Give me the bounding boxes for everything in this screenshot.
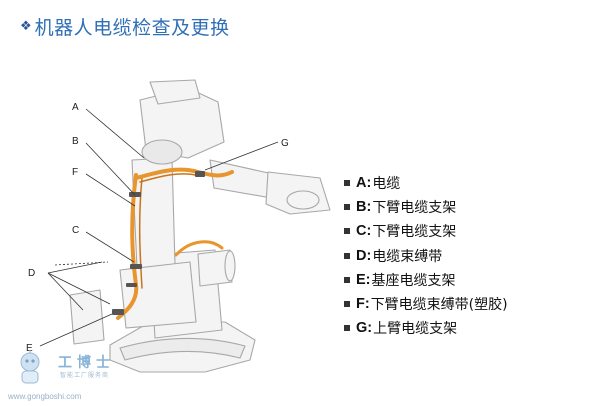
legend-item-f: F: 下臂电缆束缚带(塑胶)	[344, 292, 594, 316]
legend-desc: 上臂电缆支架	[373, 321, 458, 338]
callout-label-d: D	[28, 268, 35, 279]
robot-axis-motor-cap	[224, 250, 236, 282]
watermark-url: www.gongboshi.com	[8, 392, 82, 401]
callout-label-c: C	[72, 225, 79, 236]
leader-d-3	[47, 272, 84, 311]
robot-axis4-motor	[149, 79, 201, 105]
legend-desc: 基座电缆支架	[371, 272, 456, 289]
watermark-subtitle: 智能工厂服务商	[60, 372, 110, 379]
bracket-upper-arm	[195, 171, 205, 177]
cable-secondary	[138, 177, 143, 289]
legend-key: G:	[356, 320, 373, 337]
square-bullet-icon	[344, 301, 350, 308]
leader-f	[85, 173, 136, 207]
legend-key: E:	[356, 271, 371, 288]
leader-b	[85, 142, 136, 196]
leader-c	[85, 231, 135, 263]
callout-legend: A: 电缆 B: 下臂电缆支架 C: 下臂电缆支架 D: 电缆束缚带 E: 基座…	[344, 171, 594, 340]
cable-brackets	[112, 171, 205, 315]
legend-desc: 电缆束缚带	[372, 248, 443, 265]
leader-d-2	[47, 272, 111, 305]
watermark-brand: 工博士	[58, 355, 115, 371]
callout-label-b: B	[72, 136, 79, 147]
legend-key: B:	[356, 199, 372, 216]
bracket-lower-arm-low	[126, 283, 137, 287]
leader-d-1	[47, 261, 103, 274]
cable-main	[116, 173, 139, 320]
legend-item-a: A: 电缆	[344, 171, 594, 195]
robot-axis-motor	[197, 249, 233, 287]
square-bullet-icon	[344, 228, 350, 235]
legend-item-b: B: 下臂电缆支架	[344, 195, 594, 219]
robot-mascot-logo-icon	[20, 350, 40, 384]
robot-elbow-joint	[141, 139, 183, 165]
legend-desc: 下臂电缆支架	[372, 200, 457, 217]
legend-desc: 下臂电缆支架	[372, 224, 457, 241]
legend-item-d: D: 电缆束缚带	[344, 244, 594, 268]
robot-body	[69, 79, 331, 373]
leader-g	[204, 141, 279, 171]
legend-item-c: C: 下臂电缆支架	[344, 219, 594, 243]
callout-label-f: F	[72, 167, 78, 178]
legend-desc: 下臂电缆束缚带(塑胶)	[370, 297, 508, 314]
square-bullet-icon	[344, 325, 350, 332]
bracket-base	[112, 309, 124, 315]
legend-desc: 电缆	[372, 176, 401, 193]
cable-upper-edge	[139, 173, 201, 183]
robot-base-ring	[119, 337, 246, 361]
callout-leader-lines	[39, 108, 279, 347]
legend-key: F:	[356, 296, 370, 313]
cable-base-loop	[174, 240, 224, 257]
robot-base-motor-box	[69, 289, 105, 345]
robot-cable-harness	[116, 167, 234, 320]
diamond-cluster-bullet-icon: ❖	[20, 18, 32, 34]
robot-lower-arm-housing	[119, 261, 197, 329]
square-bullet-icon	[344, 180, 350, 187]
legend-item-e: E: 基座电缆支架	[344, 268, 594, 292]
slide-title: ❖ 机器人电缆检查及更换	[20, 13, 230, 39]
legend-key: C:	[356, 223, 372, 240]
legend-key: D:	[356, 247, 372, 264]
legend-item-g: G: 上臂电缆支架	[344, 316, 594, 340]
callout-labels: A B F C D E G	[26, 102, 289, 354]
callout-label-a: A	[72, 102, 79, 113]
robot-wrist-flange	[286, 190, 320, 210]
bracket-lower-arm-mid	[130, 264, 142, 269]
slide-title-text: 机器人电缆检查及更换	[34, 16, 230, 39]
callout-label-g: G	[281, 138, 289, 149]
square-bullet-icon	[344, 276, 350, 283]
leader-d-dashed	[54, 261, 109, 266]
legend-key: A:	[356, 175, 372, 192]
leader-a	[85, 108, 145, 159]
square-bullet-icon	[344, 252, 350, 259]
callout-label-e: E	[26, 343, 33, 354]
watermark: 工博士 智能工厂服务商 www.gongboshi.com	[6, 344, 156, 404]
leader-e	[39, 313, 113, 347]
square-bullet-icon	[344, 204, 350, 211]
